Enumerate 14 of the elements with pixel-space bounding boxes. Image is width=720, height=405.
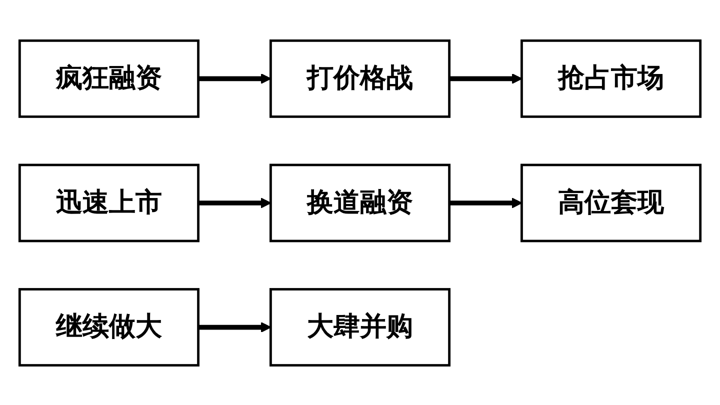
arrow xyxy=(449,197,522,208)
flowchart-drawing: 疯狂融资 打价格战 抢占市场 迅速上市 换道融资 高位套现 继续做大 大肆并购 xyxy=(10,30,710,374)
node-box xyxy=(269,288,451,366)
arrow xyxy=(198,197,272,208)
arrow xyxy=(198,72,272,84)
node-box xyxy=(18,163,200,242)
arrow xyxy=(449,72,522,84)
node-box xyxy=(520,38,702,118)
node-box xyxy=(18,288,200,366)
node-box xyxy=(520,163,702,242)
node-box xyxy=(269,163,451,242)
arrow xyxy=(198,322,272,332)
node-box xyxy=(18,38,200,118)
node-box xyxy=(269,38,451,118)
